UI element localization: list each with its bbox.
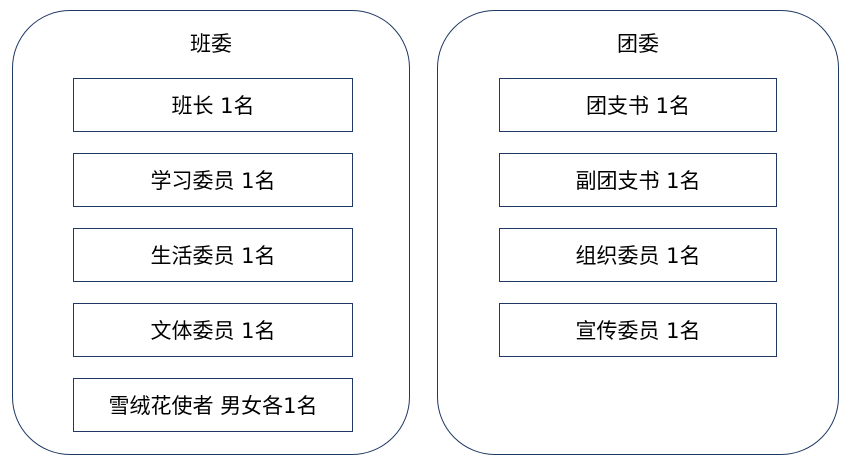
panel-title: 团委	[617, 32, 659, 56]
role-box: 班长 1名	[73, 78, 353, 132]
class-committee-panel: 班委 班长 1名 学习委员 1名 生活委员 1名 文体委员 1名 雪绒花使者 男…	[12, 10, 410, 455]
league-committee-panel: 团委 团支书 1名 副团支书 1名 组织委员 1名 宣传委员 1名	[437, 10, 839, 455]
class-committee-items: 班长 1名 学习委员 1名 生活委员 1名 文体委员 1名 雪绒花使者 男女各1…	[73, 78, 353, 432]
role-box: 雪绒花使者 男女各1名	[73, 378, 353, 432]
role-box: 生活委员 1名	[73, 228, 353, 282]
league-committee-items: 团支书 1名 副团支书 1名 组织委员 1名 宣传委员 1名	[499, 78, 777, 357]
role-box: 学习委员 1名	[73, 153, 353, 207]
role-box: 组织委员 1名	[499, 228, 777, 282]
role-box: 文体委员 1名	[73, 303, 353, 357]
role-box: 宣传委员 1名	[499, 303, 777, 357]
role-box: 团支书 1名	[499, 78, 777, 132]
panel-title: 班委	[190, 32, 232, 56]
role-box: 副团支书 1名	[499, 153, 777, 207]
